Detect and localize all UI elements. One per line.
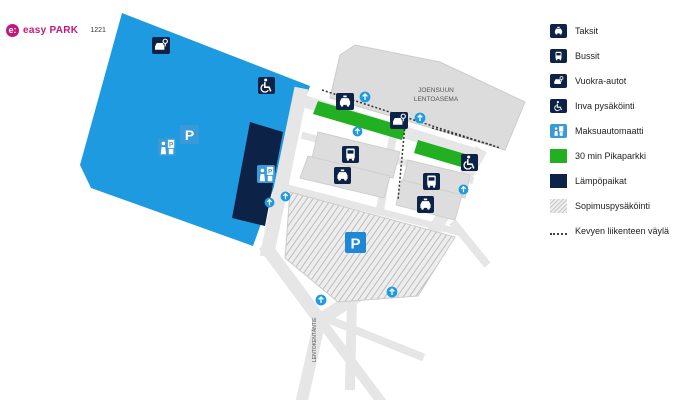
legend-item: Sopimuspysäköinti [550, 199, 698, 213]
parking-sign-blue-zone-letter: P [185, 127, 194, 143]
bus-icon [550, 49, 567, 63]
direction-arrow-icon [264, 197, 275, 208]
direction-arrow-icon [352, 126, 363, 137]
terminal-label-line-2: LENTOASEMA [414, 96, 459, 103]
legend-item: Lämpöpaikat [550, 174, 698, 188]
legend-swatch-green [550, 149, 567, 163]
pedestrian-routes [321, 89, 501, 201]
contract-parking-area [284, 191, 456, 303]
legend-label: Taksit [575, 26, 599, 36]
direction-arrow-icon [280, 191, 291, 202]
legend-item: Inva pysäköinti [550, 99, 698, 113]
area-code: 1221 [90, 27, 106, 34]
parking-sign-blue-zone [180, 125, 199, 144]
wheelchair-icon [550, 99, 567, 113]
map-icons: P P [152, 37, 478, 306]
legend-swatch-hatch [550, 199, 567, 213]
legend-label: Maksuautomaatti [575, 126, 644, 136]
legend-label: 30 min Pikaparkki [575, 151, 647, 161]
direction-arrow-icon [386, 286, 398, 298]
parking-sign-contract-area [345, 232, 366, 253]
legend-item: Bussit [550, 49, 698, 63]
direction-arrow-icon [458, 184, 469, 195]
quick-parking-30min-2 [414, 140, 472, 169]
terminal-building [329, 44, 526, 151]
quick-parking-30min-1 [313, 101, 406, 140]
street-label: LENTOKENTÄNTIE [311, 317, 318, 362]
terminal-label-line-1: JOENSUUN [418, 87, 454, 94]
easypark-logo-mark: e: [6, 24, 19, 37]
taxi-icon [550, 24, 567, 38]
direction-arrow-icon [359, 91, 371, 103]
legend-item: Taksit [550, 24, 698, 38]
rental-car-icon [550, 74, 567, 88]
parking-sign-contract-area-letter: P [350, 236, 360, 253]
legend-label: Inva pysäköinti [575, 101, 635, 111]
legend-label: Sopimuspysäköinti [575, 201, 651, 211]
legend-item: Maksuautomaatti [550, 124, 698, 138]
legend-label: Lämpöpaikat [575, 176, 627, 186]
legend-item: Vuokra-autot [550, 74, 698, 88]
legend-item: 30 min Pikaparkki [550, 149, 698, 163]
payment-machine-icon [550, 124, 567, 138]
legend-label: Bussit [575, 51, 600, 61]
direction-arrow-icon [414, 112, 426, 124]
direction-arrow-icon [315, 294, 327, 306]
legend-swatch-dotted [550, 233, 567, 235]
easypark-logo-text: easy PARK [23, 25, 79, 36]
legend-label: Kevyen liikenteen väylä [575, 226, 670, 236]
easypark-logo: e: easy PARK 1221 [6, 24, 106, 37]
legend-label: Vuokra-autot [575, 76, 627, 86]
legend-swatch-dark [550, 174, 567, 188]
legend-item: Kevyen liikenteen väylä [550, 224, 698, 238]
